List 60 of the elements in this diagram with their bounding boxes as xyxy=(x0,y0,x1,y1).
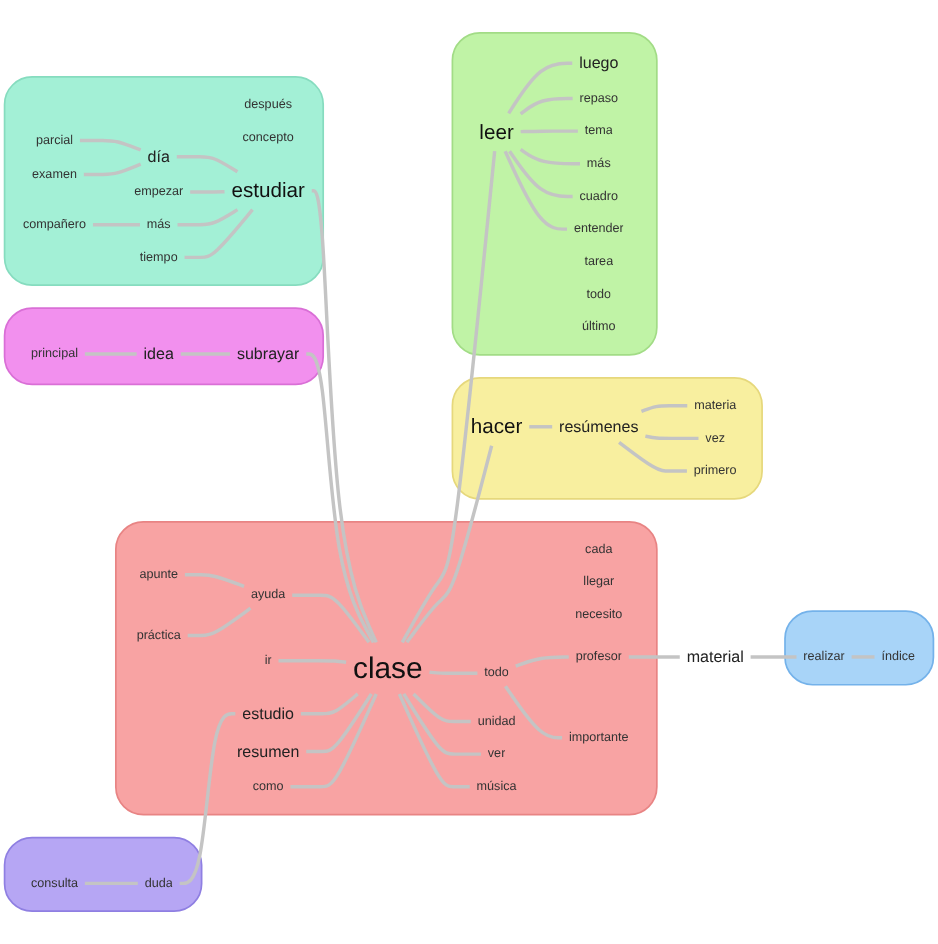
node-text: clase xyxy=(353,650,423,685)
connector xyxy=(180,352,231,356)
node-text: día xyxy=(147,147,170,166)
cluster xyxy=(3,307,325,386)
connector xyxy=(640,404,688,413)
connector xyxy=(84,352,137,356)
node-text: idea xyxy=(143,344,174,363)
connector xyxy=(519,148,580,166)
connector xyxy=(92,223,140,227)
node-text: resúmenes xyxy=(559,417,639,436)
connector xyxy=(300,692,359,716)
connector xyxy=(412,692,471,724)
connector xyxy=(851,655,875,659)
connector xyxy=(292,593,371,644)
connector xyxy=(618,440,687,473)
connector xyxy=(507,61,573,115)
connector xyxy=(508,150,573,199)
connector xyxy=(397,693,470,789)
connector xyxy=(503,150,567,231)
connector xyxy=(306,693,373,754)
cluster xyxy=(3,836,203,913)
connector xyxy=(179,712,236,886)
node-text: luego xyxy=(579,53,619,72)
connector xyxy=(79,138,142,152)
node-text: material xyxy=(686,647,744,666)
cluster xyxy=(451,31,658,356)
connector xyxy=(187,606,252,638)
connector xyxy=(177,208,239,227)
connector xyxy=(184,208,254,260)
connector xyxy=(529,425,553,429)
connector xyxy=(83,162,142,177)
connector xyxy=(515,655,569,668)
connector xyxy=(402,693,481,756)
node-text: estudio xyxy=(242,703,295,723)
connector xyxy=(306,352,375,644)
cluster xyxy=(115,520,658,816)
connector xyxy=(290,693,378,789)
connector xyxy=(400,151,497,644)
connector xyxy=(429,670,478,675)
cluster xyxy=(451,377,763,500)
node-text: leer xyxy=(479,120,514,144)
connector xyxy=(520,129,578,134)
node-text: hacer xyxy=(470,414,523,438)
connector xyxy=(628,655,680,659)
node-text: resumen xyxy=(236,741,300,761)
connector xyxy=(504,685,563,740)
node-text: subrayar xyxy=(236,344,300,363)
cluster xyxy=(3,76,325,287)
cluster xyxy=(784,610,935,686)
connector xyxy=(750,655,797,659)
connector xyxy=(519,96,573,116)
connector xyxy=(311,189,378,644)
connector xyxy=(405,445,494,644)
connector xyxy=(176,155,239,174)
connector xyxy=(184,573,245,588)
connector xyxy=(84,881,138,886)
connector xyxy=(278,658,347,664)
connector xyxy=(645,434,699,441)
node-text: estudiar xyxy=(231,178,305,202)
connector xyxy=(190,190,225,194)
